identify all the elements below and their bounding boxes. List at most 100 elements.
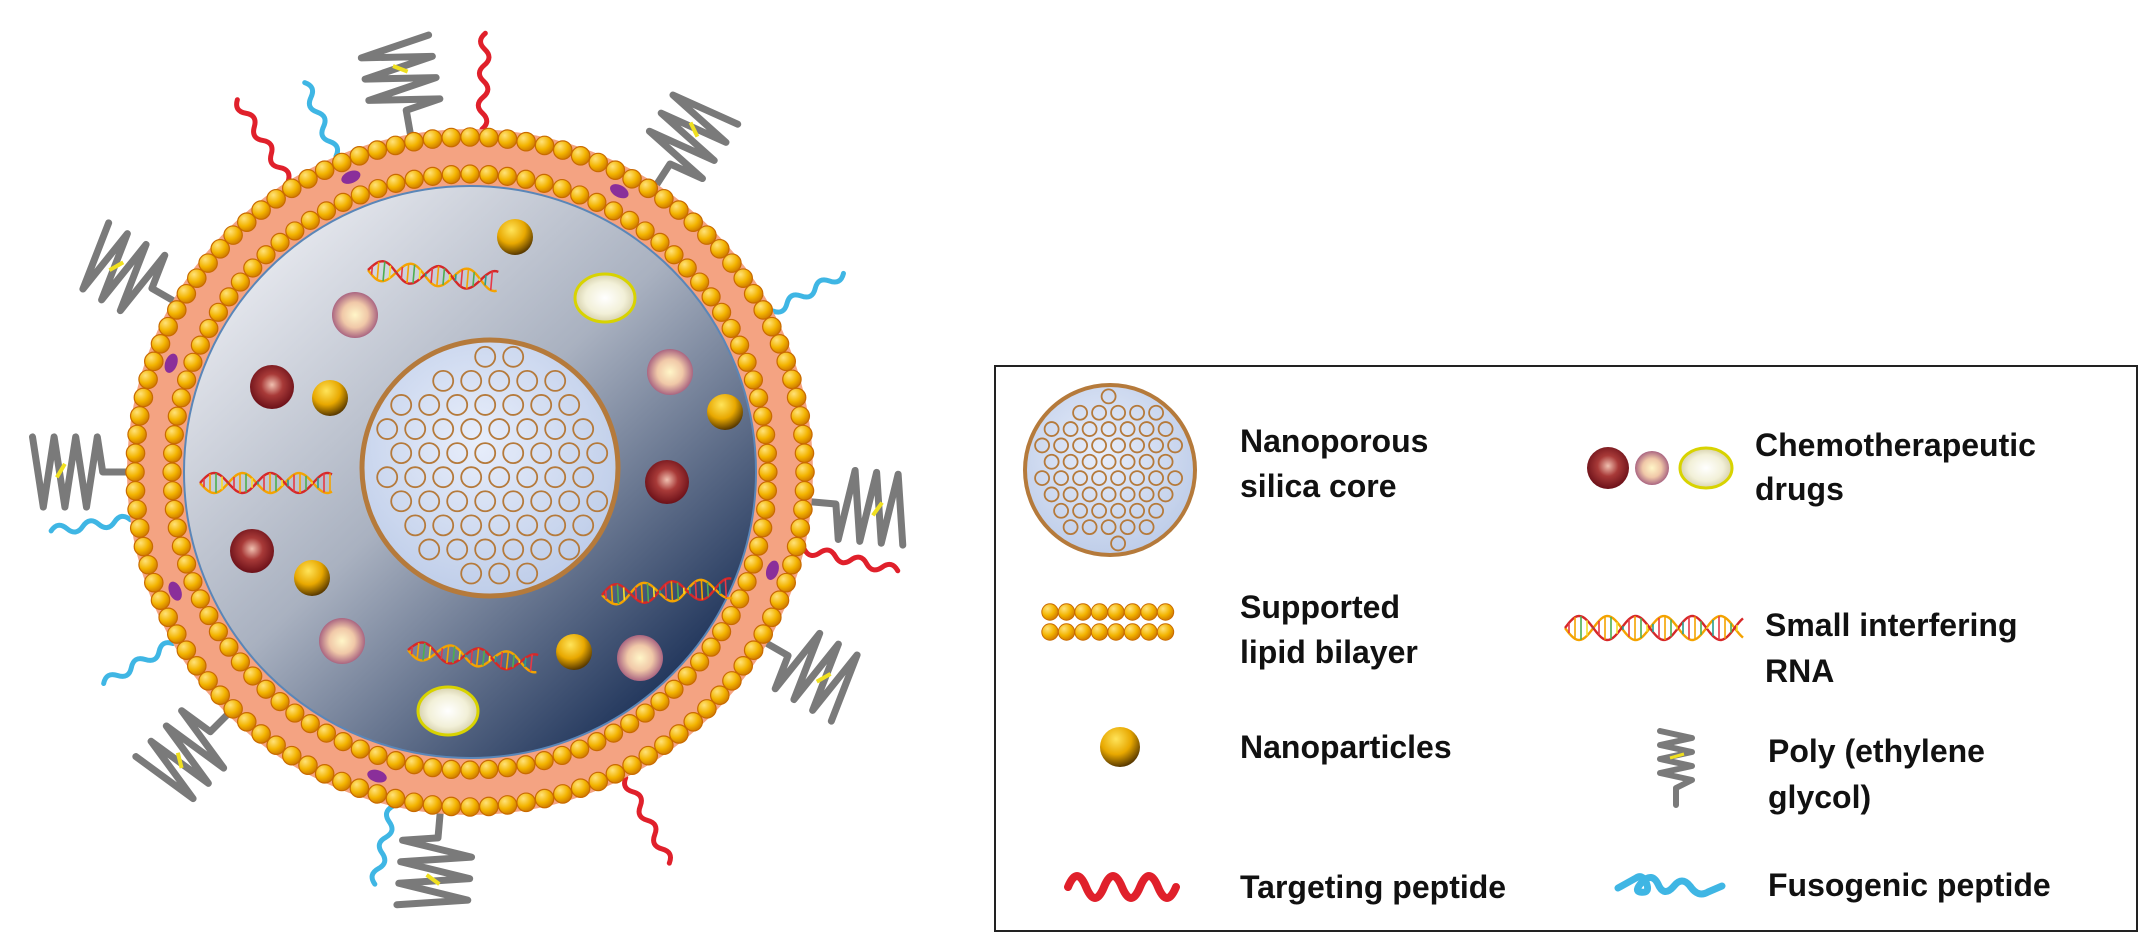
lipid-head: [664, 245, 684, 265]
pore: [1119, 421, 1136, 437]
peg-accent: [815, 672, 832, 684]
lipid-head: [534, 135, 555, 156]
pore: [446, 442, 469, 465]
lipid-head: [460, 797, 480, 817]
lipid-head: [300, 210, 320, 230]
pore: [1129, 404, 1145, 421]
lipid-head: [349, 145, 370, 166]
pore: [1053, 437, 1069, 454]
pore: [1100, 453, 1117, 470]
lipid-head: [709, 238, 730, 259]
membrane-protein: [765, 560, 779, 580]
pore: [474, 538, 497, 561]
lipid-head: [793, 424, 813, 445]
pore: [390, 490, 413, 513]
peg-coil-icon: [1657, 728, 1695, 808]
lipid-head: [769, 590, 790, 610]
lipid-head: [367, 140, 388, 160]
lipid-head: [199, 318, 219, 339]
lipid-head: [208, 302, 228, 322]
pore: [516, 514, 539, 537]
lipid-head: [516, 131, 536, 152]
targeting-peptide-icon: [1064, 872, 1180, 902]
lipid-head: [753, 518, 773, 538]
pore: [1062, 453, 1079, 470]
lipid-head: [721, 318, 741, 339]
lipid-head: [516, 792, 536, 813]
lipid-head: [552, 745, 572, 766]
drug-spheres-icon: [1587, 446, 1734, 490]
drug-sphere-pale: [573, 272, 637, 324]
pore: [1043, 486, 1060, 503]
sirna-base: [412, 264, 416, 284]
lipid-head: [497, 166, 517, 186]
lipid-head: [1140, 603, 1158, 621]
lipid-head: [722, 671, 742, 691]
lipid-head: [743, 283, 764, 304]
peg-accent: [688, 121, 700, 138]
drug-sphere-dark: [230, 529, 274, 573]
sirna-strand: [367, 262, 497, 293]
peg-coil: [808, 466, 907, 549]
peg-chain: [29, 433, 131, 511]
lipid-head: [176, 370, 197, 390]
lipid-head: [757, 481, 778, 501]
peg-accent: [871, 501, 884, 517]
lipid-head: [638, 745, 659, 766]
silica-core: [359, 337, 621, 599]
lipid-head: [176, 554, 197, 574]
lipid-head: [570, 778, 591, 799]
fusogenic-peptide-strand: [101, 640, 176, 686]
peg-accent: [392, 64, 409, 74]
legend-item-targeting-peptide: Targeting peptide: [1064, 869, 1506, 905]
lipid-head: [588, 771, 608, 792]
lipid-head: [790, 406, 811, 426]
lipid-head: [534, 788, 555, 809]
peg-coil: [393, 810, 476, 909]
lipid-head: [270, 692, 290, 712]
lipid-head: [422, 795, 443, 815]
legend-item-sirna: Small interfering RNA: [1564, 607, 2018, 689]
lipid-head: [332, 771, 352, 792]
pore: [516, 562, 539, 585]
pore: [586, 490, 609, 513]
lipid-head: [223, 225, 243, 245]
pore: [544, 369, 567, 392]
pore: [544, 514, 567, 537]
lipid-head: [737, 352, 757, 372]
sirna-base: [724, 579, 728, 598]
drug-sphere-pale: [416, 685, 480, 737]
lipid-head: [683, 711, 704, 732]
drug-sphere-dark: [250, 365, 294, 409]
lipid-head: [332, 152, 352, 173]
pore: [530, 442, 553, 465]
pore: [418, 394, 441, 416]
sirna-base: [388, 265, 392, 279]
lipid-head: [125, 443, 146, 464]
pore: [432, 466, 455, 489]
lipid-head: [497, 795, 518, 815]
pore: [1119, 486, 1136, 503]
targeting-peptide: [475, 30, 492, 132]
legend-item-lipid-bilayer: Supported lipid bilayer: [1041, 589, 1418, 670]
lipid-head: [552, 140, 573, 160]
lipid-head: [697, 699, 717, 719]
sirna-base: [400, 266, 404, 279]
sirna-base: [448, 274, 451, 281]
lipid-head: [478, 796, 499, 817]
lipid-bilayer-icon: [1041, 603, 1175, 641]
lipid-head: [753, 300, 773, 320]
peg-chain: [645, 91, 742, 188]
sirna-base: [494, 656, 497, 663]
sirna-base: [646, 583, 650, 602]
lipid-head: [570, 145, 591, 166]
lipid-head: [635, 221, 655, 241]
lipid-head: [441, 127, 462, 148]
pore: [558, 538, 581, 561]
fusogenic-peptide-strand: [369, 803, 396, 887]
sirna-base: [472, 272, 476, 287]
pore: [1053, 470, 1069, 487]
lipid-head: [620, 714, 640, 734]
pore: [474, 490, 497, 513]
pore: [572, 514, 595, 537]
